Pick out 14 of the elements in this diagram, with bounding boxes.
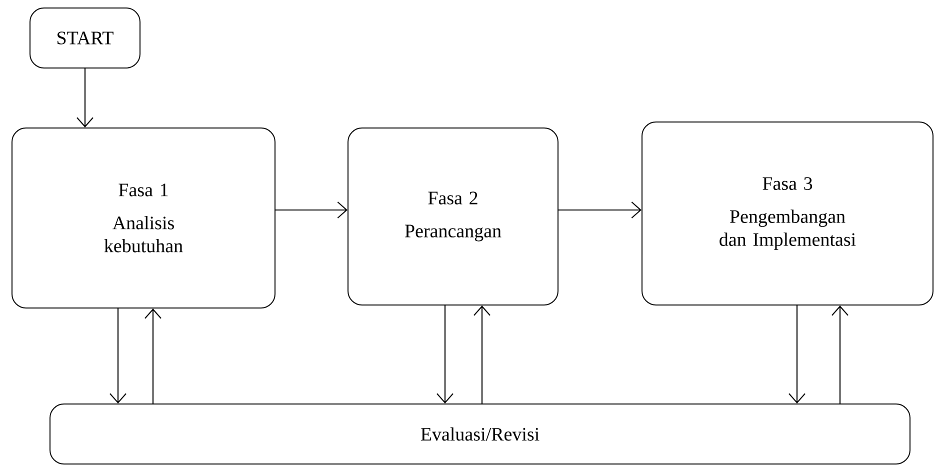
evaluation-box: Evaluasi/Revisi bbox=[50, 404, 911, 464]
phase-box: Fasa 1 Analisis kebutuhan bbox=[12, 128, 276, 308]
arrow bbox=[110, 308, 126, 404]
arrow bbox=[144, 308, 162, 404]
arrow bbox=[276, 202, 348, 218]
arrow bbox=[474, 306, 490, 404]
arrow bbox=[832, 306, 848, 404]
arrow bbox=[436, 306, 454, 404]
arrow bbox=[788, 306, 806, 404]
arrow bbox=[76, 68, 94, 128]
start-box: START bbox=[30, 8, 140, 68]
phase-box: Fasa 3 Pengembangan dan Implementasi bbox=[642, 122, 934, 306]
phase-box: Fasa 2 Perancangan bbox=[348, 128, 558, 306]
arrow bbox=[558, 202, 642, 218]
